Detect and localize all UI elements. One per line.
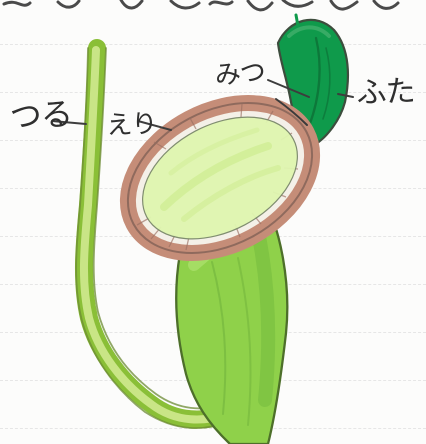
eri-label: えり [106,111,157,139]
cropped-title-strokes [4,0,398,10]
futa-label: ふた [356,77,415,109]
tsuru-label: つる [9,98,73,133]
mitsu-label: みつ [214,60,266,89]
